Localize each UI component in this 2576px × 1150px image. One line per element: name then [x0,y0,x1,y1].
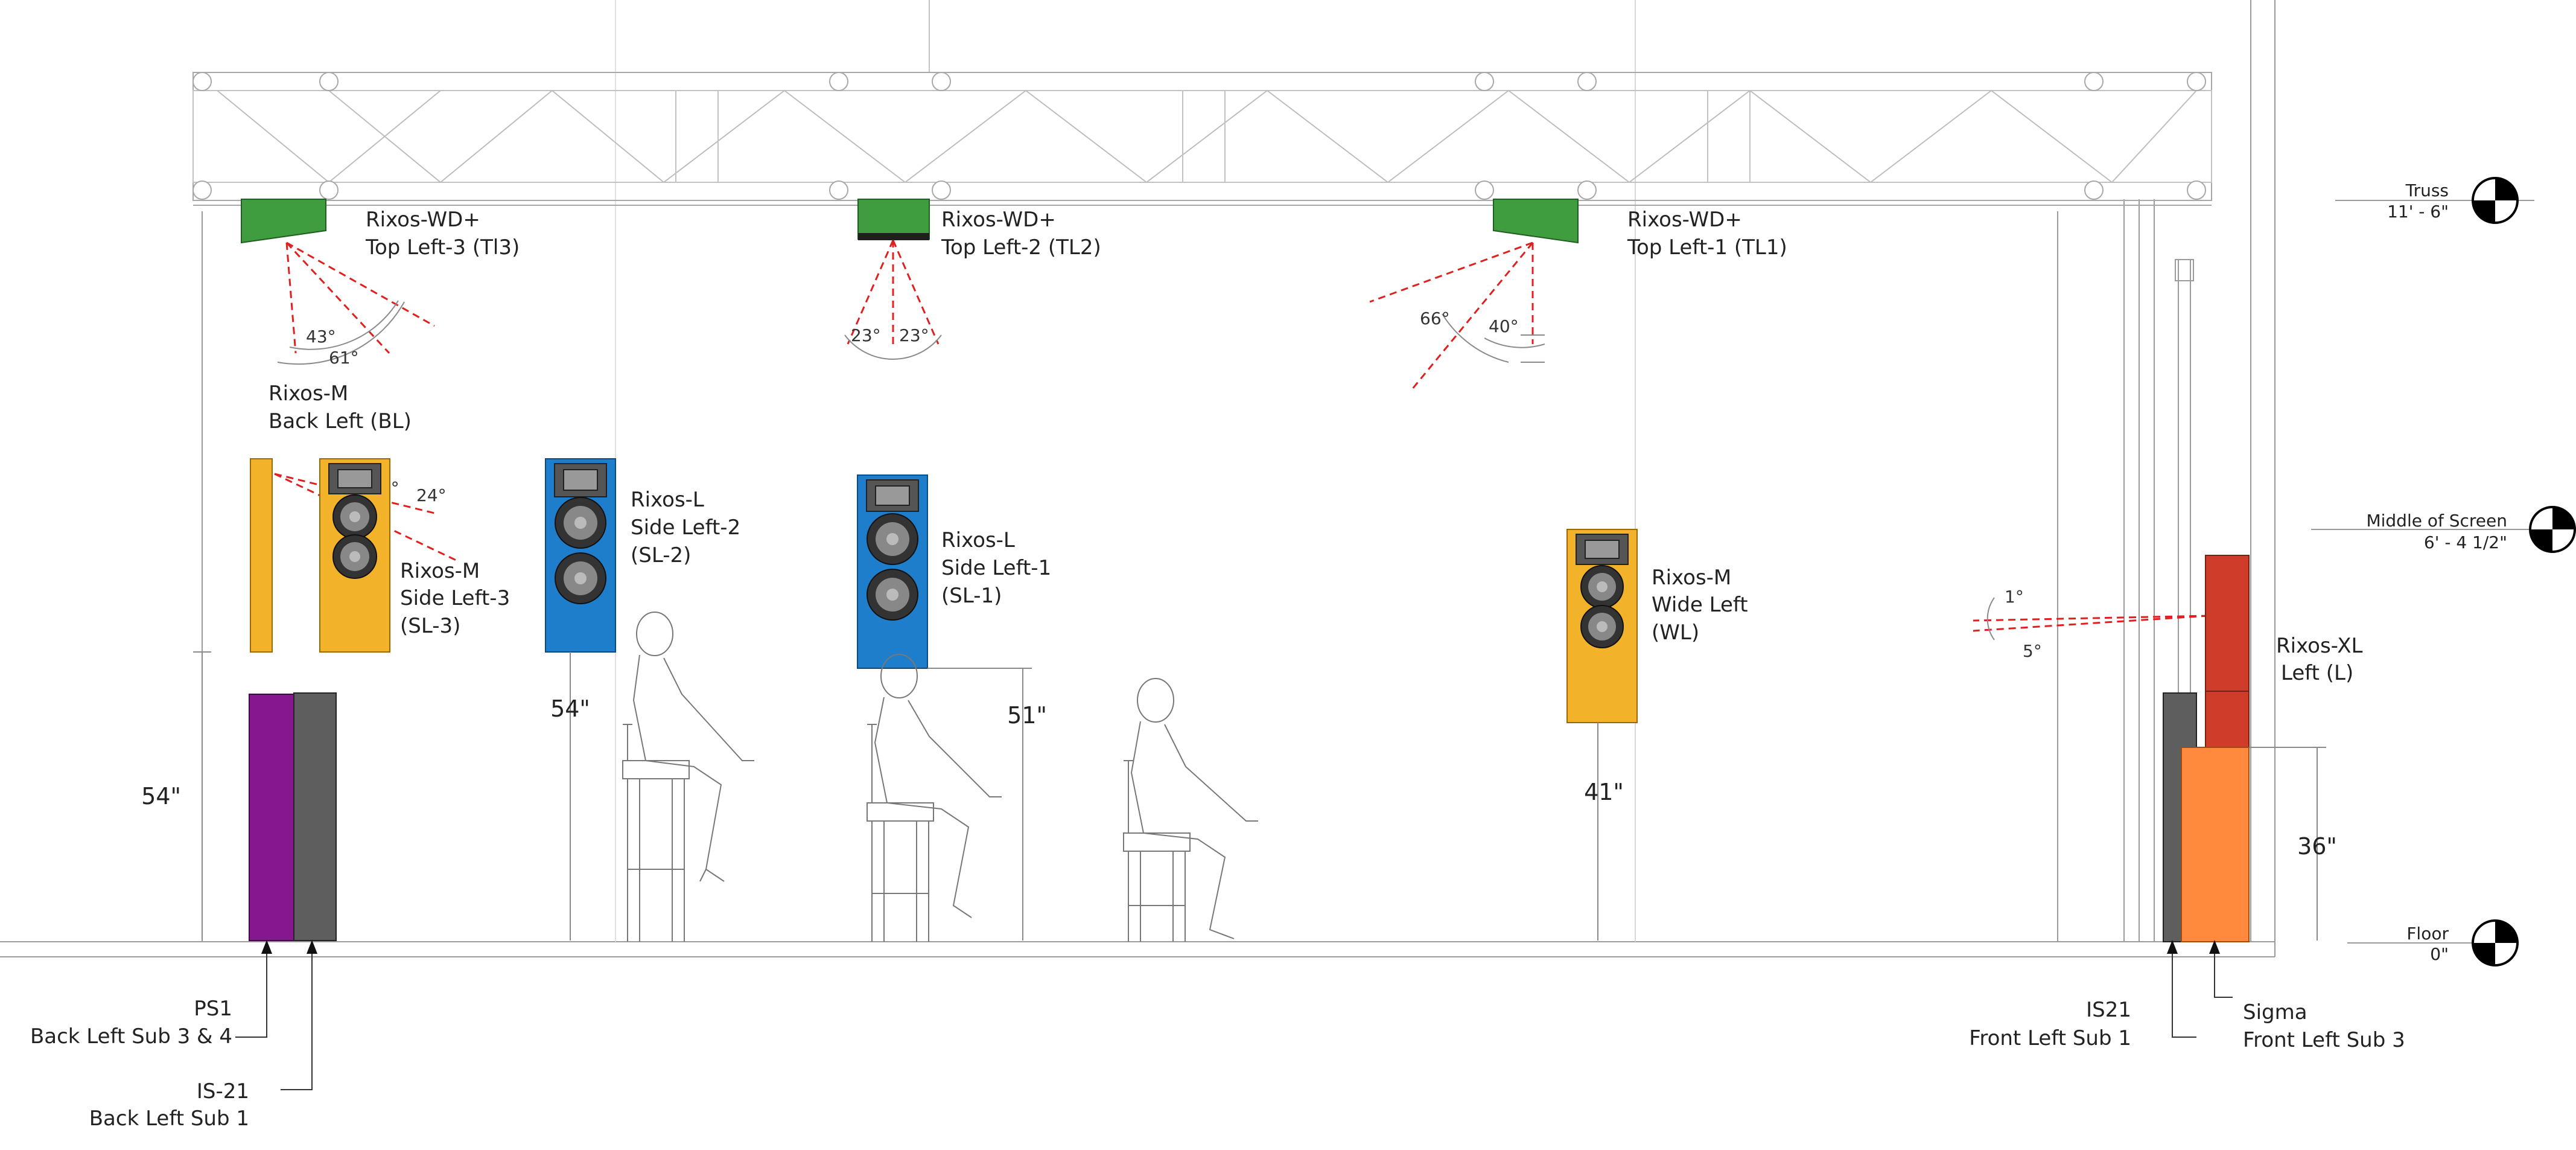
speaker-wl [1566,529,1638,723]
angle-tl3-a: 43° [306,327,336,347]
dim-sl2-height: 54" [550,695,590,722]
angle-arcs [277,300,1995,640]
tl1-name: Top Left-1 (TL1) [1627,235,1787,260]
sub-sigma-front [2181,747,2250,942]
angle-tl2-a: 23° [851,325,881,345]
sl3-model: Rixos-M [400,559,480,583]
angle-tl2-b: 23° [899,325,929,345]
elevation-target-icon [2472,919,2519,966]
is21-back-model: IS-21 [197,1079,249,1104]
speaker-tl2 [857,199,930,240]
speaker-bl [250,458,273,653]
is21-front-name: Front Left Sub 1 [1969,1026,2131,1050]
truss-label: Truss [2405,180,2449,200]
sigma-model: Sigma [2243,1000,2307,1024]
floor-label: Floor [2406,924,2449,944]
screen-elevation: 6' - 4 1/2" [2424,532,2507,552]
elevation-target-icon [2472,177,2519,224]
dim-sub-height: 36" [2297,833,2337,860]
ps1-model: PS1 [194,997,232,1021]
speaker-sl1 [857,474,928,669]
callout-arrow-icon [261,940,2220,954]
dim-bl-height: 54" [141,783,181,810]
sl3-name: Side Left-3 [400,586,510,610]
dim-sl1-height: 51" [1007,702,1047,729]
sl2-name: Side Left-2 [631,516,740,540]
dispersion-rays [274,240,2209,632]
sl2-model: Rixos-L [631,488,704,512]
is21-front-model: IS21 [2086,998,2131,1022]
speaker-tl3 [241,199,326,244]
callout-leaders [235,945,2233,1090]
truss [192,72,2212,206]
angle-tl3-b: 61° [329,348,359,368]
angle-sl3-b: 24° [416,485,447,505]
listener-figure [622,612,1258,942]
speaker-sl3 [319,458,390,653]
floor-elevation: 0" [2430,944,2449,964]
wl-name: Wide Left [1652,593,1748,617]
speaker-l [2205,555,2250,749]
speaker-sl2 [545,458,616,653]
tl3-name: Top Left-3 (Tl3) [365,235,520,260]
wl-model: Rixos-M [1652,566,1731,590]
tl2-model: Rixos-WD+ [941,208,1056,232]
wl-code: (WL) [1652,621,1699,645]
elevation-target-icon [2529,506,2576,553]
l-name: Left (L) [2281,661,2353,685]
angle-l-b: 5° [2023,641,2042,661]
is21-back-name: Back Left Sub 1 [89,1107,249,1131]
ps1-name: Back Left Sub 3 & 4 [30,1024,232,1049]
sl2-code: (SL-2) [631,543,691,567]
l-model: Rixos-XL [2276,634,2363,658]
angle-tl1-b: 40° [1489,316,1519,336]
sl3-code: (SL-3) [400,614,460,638]
tl1-model: Rixos-WD+ [1627,208,1742,232]
speaker-tl1 [1493,199,1579,244]
sub-is21-back [293,692,337,941]
angle-l-a: 1° [2005,587,2024,607]
elevation-lines [2311,200,2559,944]
dim-wl-height: 41" [1584,779,1624,805]
sub-ps1-back [249,694,297,941]
truss-elevation: 11' - 6" [2387,202,2449,222]
sigma-name: Front Left Sub 3 [2243,1028,2405,1052]
bl-model: Rixos-M [269,382,348,406]
bl-name: Back Left (BL) [269,409,412,433]
sl1-name: Side Left-1 [941,556,1051,580]
tl3-model: Rixos-WD+ [366,208,480,232]
sl1-code: (SL-1) [941,584,1002,608]
angle-tl1-a: 66° [1420,308,1450,328]
screen-label: Middle of Screen [2366,511,2507,531]
sl1-model: Rixos-L [941,528,1015,552]
tl2-name: Top Left-2 (TL2) [941,235,1101,260]
dimension-lines [193,651,2326,941]
